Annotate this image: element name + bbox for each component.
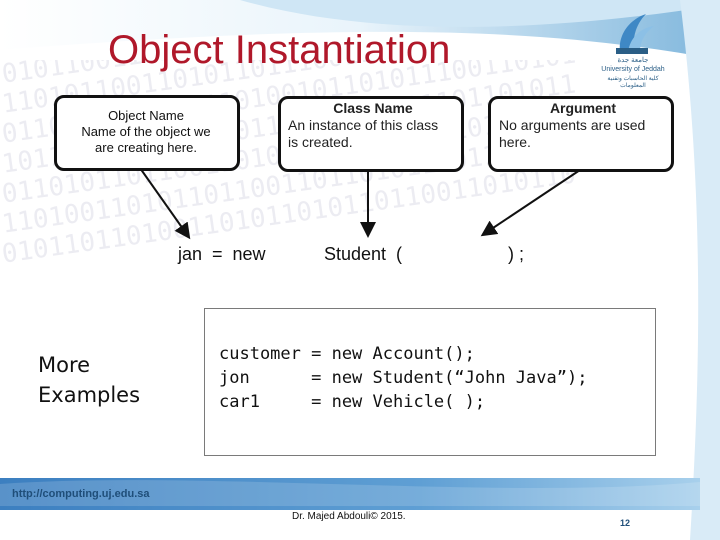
statement-class: Student ( (324, 244, 403, 264)
argument-arrow (480, 169, 581, 237)
class-name-heading: Class Name (333, 100, 413, 116)
logo-arabic: جامعة جدة (617, 57, 649, 64)
class-name-line2: is created. (288, 134, 353, 150)
class-name-line1: An instance of this class (288, 117, 439, 133)
object-name-arrow (139, 167, 191, 240)
logo-emblem-icon (616, 14, 654, 54)
more-examples-line1: More (38, 353, 91, 377)
object-name-text: Object Name Name of the object we are cr… (56, 108, 236, 156)
argument-heading: Argument (549, 100, 617, 116)
argument-callout (488, 96, 674, 172)
statement-object: jan = new (178, 244, 266, 264)
more-examples-line2: Examples (38, 383, 141, 407)
footer-url-link[interactable]: http://computing.uj.edu.sa (12, 488, 150, 500)
logo-college: كلية الحاسبات وتقنية المعلومات (607, 76, 659, 89)
argument-line1: No arguments are used (499, 117, 646, 133)
object-name-callout (54, 95, 240, 171)
object-name-line2: are creating here. (95, 140, 197, 155)
code-line-car1: car1 = new Vehicle( ); (219, 392, 486, 412)
code-line-customer: customer = new Account(); (219, 344, 475, 364)
more-examples-label: More Examples (38, 350, 140, 410)
page-number: 12 (620, 518, 631, 528)
class-name-callout (278, 96, 464, 172)
argument-text: Argument No arguments are used here. (499, 100, 667, 151)
footer-credit: Dr. Majed Abdouli© 2015. (292, 511, 406, 522)
statement-end: ) ; (508, 244, 524, 264)
object-name-heading: Object Name (108, 108, 184, 123)
code-line-jon: jon = new Student(“John Java”); (219, 368, 588, 388)
class-name-text: Class Name An instance of this class is … (288, 100, 458, 151)
university-logo: جامعة جدة University of Jeddah كلية الحا… (598, 8, 668, 89)
argument-line2: here. (499, 134, 531, 150)
object-name-line1: Name of the object we (81, 124, 211, 139)
slide-title: Object Instantiation (108, 28, 451, 72)
logo-english: University of Jeddah (601, 66, 665, 73)
examples-code-box (204, 308, 656, 456)
